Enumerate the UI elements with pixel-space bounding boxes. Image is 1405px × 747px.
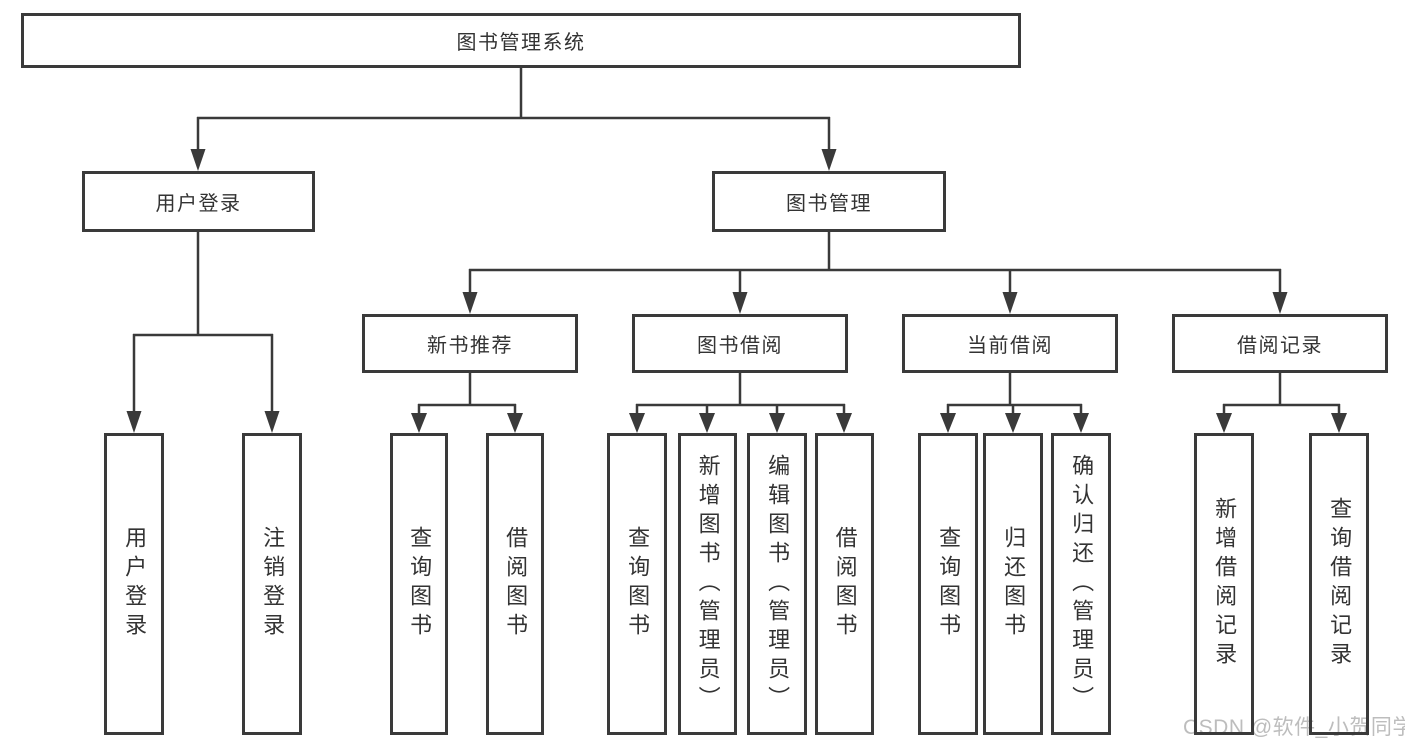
leaf-query-borrow-record: 查询借阅记录 [1309, 433, 1369, 735]
watermark-text: CSDN @软件_小贺同学 [1183, 716, 1405, 739]
leaf-edit-book-admin-label: 编辑图书（管理员） [765, 453, 791, 715]
arrowheads [126, 149, 1347, 433]
leaf-return-book-label: 归还图书 [1001, 526, 1027, 642]
leaf-add-borrow-record: 新增借阅记录 [1194, 433, 1254, 735]
leaf-borrow-book-recommend-label: 借阅图书 [503, 526, 529, 642]
node-current-borrow: 当前借阅 [902, 314, 1118, 373]
leaf-logout: 注销登录 [242, 433, 302, 735]
leaf-add-book-admin: 新增图书（管理员） [678, 433, 737, 735]
leaf-query-book-current-label: 查询图书 [936, 526, 962, 642]
node-book-borrow-label: 图书借阅 [697, 335, 783, 357]
leaf-query-book-recommend: 查询图书 [390, 433, 448, 735]
leaf-borrow-book: 借阅图书 [815, 433, 874, 735]
node-root-label: 图书管理系统 [456, 32, 586, 54]
node-root: 图书管理系统 [21, 13, 1021, 68]
node-current-borrow-label: 当前借阅 [967, 335, 1053, 357]
node-borrow-records-label: 借阅记录 [1237, 335, 1323, 357]
node-user-login-label: 用户登录 [155, 193, 242, 215]
leaf-logout-label: 注销登录 [260, 526, 286, 642]
leaf-edit-book-admin: 编辑图书（管理员） [747, 433, 807, 735]
leaf-confirm-return-admin-label: 确认归还（管理员） [1069, 453, 1095, 715]
node-book-borrow: 图书借阅 [632, 314, 848, 373]
leaf-borrow-book-label: 借阅图书 [832, 526, 858, 642]
node-new-book-recommend: 新书推荐 [362, 314, 578, 373]
node-user-login: 用户登录 [82, 171, 315, 232]
leaf-user-login-label: 用户登录 [122, 526, 148, 642]
leaf-add-borrow-record-label: 新增借阅记录 [1212, 497, 1238, 671]
leaf-query-book-borrow-label: 查询图书 [625, 526, 651, 642]
leaf-query-book-borrow: 查询图书 [607, 433, 667, 735]
leaf-user-login: 用户登录 [104, 433, 164, 735]
node-book-management-label: 图书管理 [786, 193, 872, 215]
leaf-add-book-admin-label: 新增图书（管理员） [695, 453, 721, 715]
leaf-return-book: 归还图书 [983, 433, 1043, 735]
leaf-confirm-return-admin: 确认归还（管理员） [1051, 433, 1111, 735]
leaf-borrow-book-recommend: 借阅图书 [486, 433, 544, 735]
leaf-query-book-current: 查询图书 [918, 433, 978, 735]
leaf-query-borrow-record-label: 查询借阅记录 [1327, 497, 1353, 671]
leaf-query-book-recommend-label: 查询图书 [407, 526, 433, 642]
node-book-management: 图书管理 [712, 171, 946, 232]
node-new-book-recommend-label: 新书推荐 [427, 335, 513, 357]
node-borrow-records: 借阅记录 [1172, 314, 1388, 373]
